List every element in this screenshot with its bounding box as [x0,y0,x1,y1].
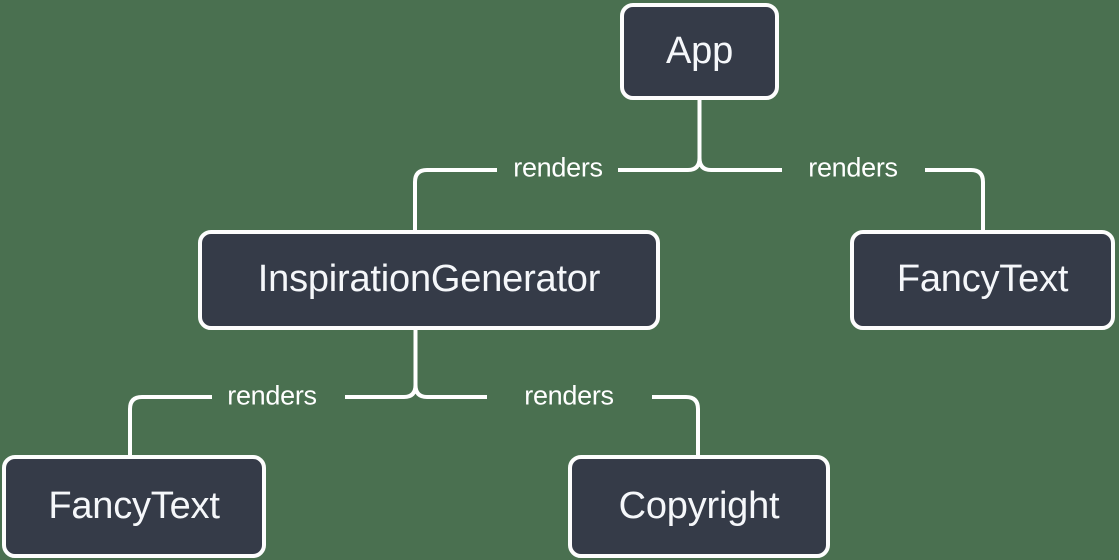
edge-label-app-to-inspiration-generator: renders [513,152,603,183]
edge-app-junction-right [697,157,782,172]
edge-label-app-to-fancytext-right: renders [808,152,898,183]
node-app-label: App [665,29,733,72]
node-fancytext-bottom[interactable]: FancyText [2,455,266,558]
edge-label-inspiration-generator-to-fancytext-bottom: renders [227,380,317,411]
node-fancytext-bottom-label: FancyText [48,484,220,527]
node-fancytext-right-label: FancyText [896,258,1069,300]
edge-inspiration-generator-junction-right [413,384,487,399]
edge-app-junction-left [618,157,702,172]
node-app[interactable]: App [620,3,779,100]
node-fancytext-right[interactable]: FancyText [850,230,1115,330]
edge-inspiration-generator-junction-left [345,384,418,399]
edge-inspiration-generator-to-fancytext-bottom [128,395,212,455]
edge-app-to-fancytext-right [925,168,985,230]
node-copyright-label: Copyright [618,484,780,527]
node-inspiration-generator[interactable]: InspirationGenerator [198,230,660,330]
node-copyright[interactable]: Copyright [568,455,830,558]
node-inspiration-generator-label: InspirationGenerator [257,258,601,300]
edge-inspiration-generator-to-copyright [652,395,700,455]
edge-app-to-inspiration-generator [413,168,497,230]
edge-label-inspiration-generator-to-copyright: renders [524,380,614,411]
